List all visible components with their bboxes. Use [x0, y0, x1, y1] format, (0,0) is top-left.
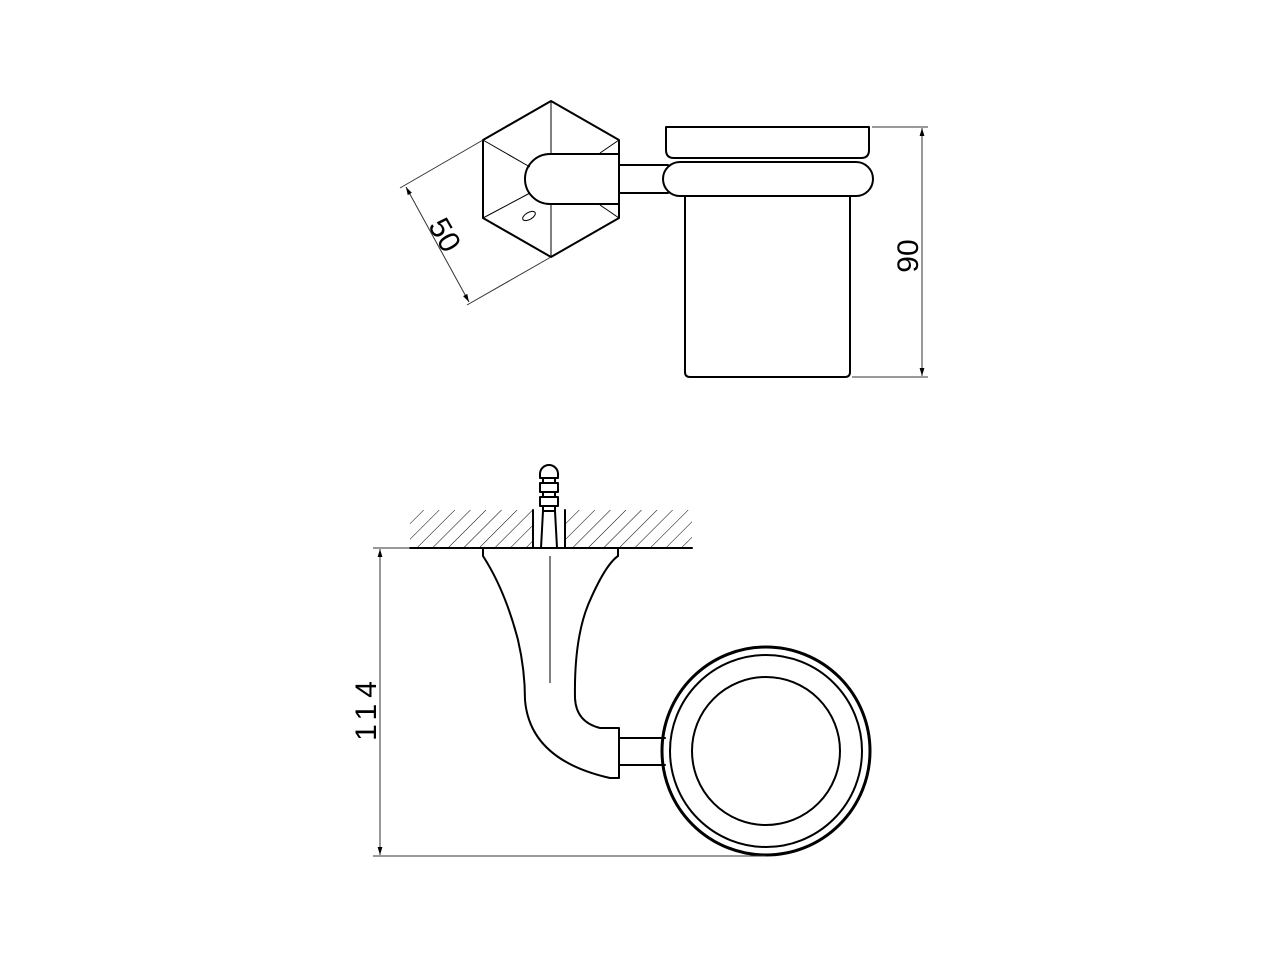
dimension-projection: 114 [350, 547, 766, 857]
wall-section [409, 508, 693, 550]
holder-ring [660, 645, 872, 857]
hex-flange [482, 100, 620, 258]
fixing-screw [539, 464, 559, 549]
dimension-projection-label: 114 [350, 675, 383, 741]
bracket [482, 547, 666, 779]
side-view: 114 [350, 464, 872, 857]
dimension-width-label: 50 [422, 213, 467, 258]
arm [524, 153, 669, 205]
dimension-height: 90 [852, 126, 928, 378]
tumbler-cup [662, 126, 874, 378]
top-view: 90 50 [399, 100, 928, 378]
screw-hole-icon [522, 210, 536, 222]
dimension-height-label: 90 [892, 239, 925, 272]
